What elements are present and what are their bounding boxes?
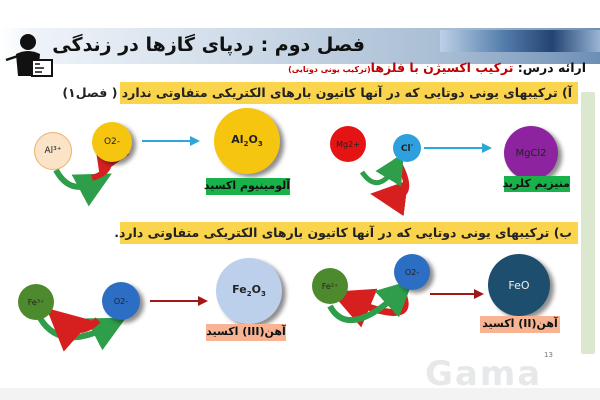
section-b-banner: ب) ترکیبهای یونی دوتایی که در آنها کاتیو… <box>114 222 578 244</box>
cation-label: Fe²⁺ <box>321 281 339 291</box>
lesson-prefix: ارائه درس: <box>517 60 586 75</box>
product-formula: Fe2O3 <box>232 283 266 299</box>
page-number: 13 <box>544 351 553 359</box>
product-name-tag: منیزیم کلرید <box>502 176 570 192</box>
cation-circle-mg: Mg2+ <box>330 126 366 162</box>
green-arrow <box>327 279 414 324</box>
product-name-tag: آهن(II) اکسید <box>480 316 560 333</box>
cation-label: Mg2+ <box>336 139 360 149</box>
cation-label: Fe³⁺ <box>27 297 45 307</box>
lesson-topic: ترکیب اکسیژن با فلزها <box>370 60 518 75</box>
anion-label: O2- <box>404 267 420 277</box>
watermark-logo: Gama <box>425 354 543 394</box>
section-a-banner: آ) ترکیبهای یونی دوتایی که در آنها کاتیو… <box>62 82 578 104</box>
lesson-subtitle: ارائه درس: ترکیب اکسیژن با فلزها(ترکیب ی… <box>288 60 586 75</box>
product-name-tag: آهن(III) اکسید <box>206 324 286 341</box>
product-name-tag: آلومینیوم اکسید <box>204 178 290 195</box>
anion-label: Cl- <box>400 142 414 154</box>
product-circle-al2o3: Al2O3 <box>214 108 280 174</box>
product-formula: FeO <box>508 278 530 292</box>
cation-circle-al: Al³⁺ <box>34 132 72 170</box>
product-circle-fe2o3: Fe2O3 <box>216 258 282 324</box>
product-formula: Al2O3 <box>231 133 263 149</box>
product-circle-mgcl2: MgCl2 <box>504 126 558 180</box>
page-title: فصل دوم : ردپای گازها در زندگی <box>52 34 365 56</box>
product-formula: MgCl2 <box>515 147 547 159</box>
anion-circle-cl: Cl- <box>393 134 421 162</box>
anion-label: O2- <box>113 296 129 306</box>
anion-label: O2- <box>103 137 121 147</box>
product-circle-feo: FeO <box>488 254 550 316</box>
green-arrow <box>53 168 112 207</box>
anion-circle-o: O2- <box>102 282 140 320</box>
green-arrow <box>359 153 404 187</box>
lesson-note: (ترکیب یونی دوتایی) <box>288 65 371 74</box>
teacher-board-icon <box>5 34 53 77</box>
red-arrow <box>46 308 101 352</box>
anion-circle-o: O2- <box>394 254 430 290</box>
cation-circle-fe2: Fe²⁺ <box>312 268 348 304</box>
cation-label: Al³⁺ <box>44 146 62 156</box>
header-decoration <box>440 30 600 52</box>
cation-circle-fe3: Fe³⁺ <box>18 284 54 320</box>
anion-circle-o: O2- <box>92 122 132 162</box>
side-decoration <box>581 92 595 354</box>
bottom-bar <box>0 388 600 400</box>
